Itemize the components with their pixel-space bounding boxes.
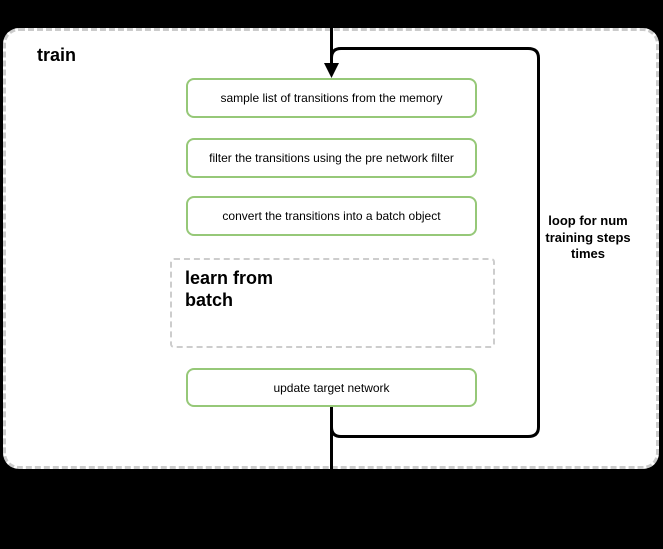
step-sample-transitions: sample list of transitions from the memo…: [186, 78, 477, 118]
train-label: train: [37, 45, 77, 65]
step-convert-batch: convert the transitions into a batch obj…: [186, 196, 477, 236]
step-label: convert the transitions into a batch obj…: [222, 209, 441, 223]
step-label: sample list of transitions from the memo…: [220, 91, 443, 105]
subprocess-label-line: batch: [185, 289, 234, 310]
loop-label-line: training steps: [545, 229, 631, 245]
step-update-target-network: update target network: [186, 368, 477, 407]
step-filter-transitions: filter the transitions using the pre net…: [186, 138, 477, 178]
subprocess-label-line: learn from: [185, 268, 274, 288]
loop-label-line: loop for num: [548, 213, 628, 228]
step-label: filter the transitions using the pre net…: [209, 151, 454, 165]
subprocess-learn-from-batch: learn from batch: [170, 258, 495, 348]
loop-label: loop for num training steps times: [527, 213, 649, 263]
step-label: update target network: [273, 380, 390, 395]
loop-label-line: times: [571, 246, 605, 262]
